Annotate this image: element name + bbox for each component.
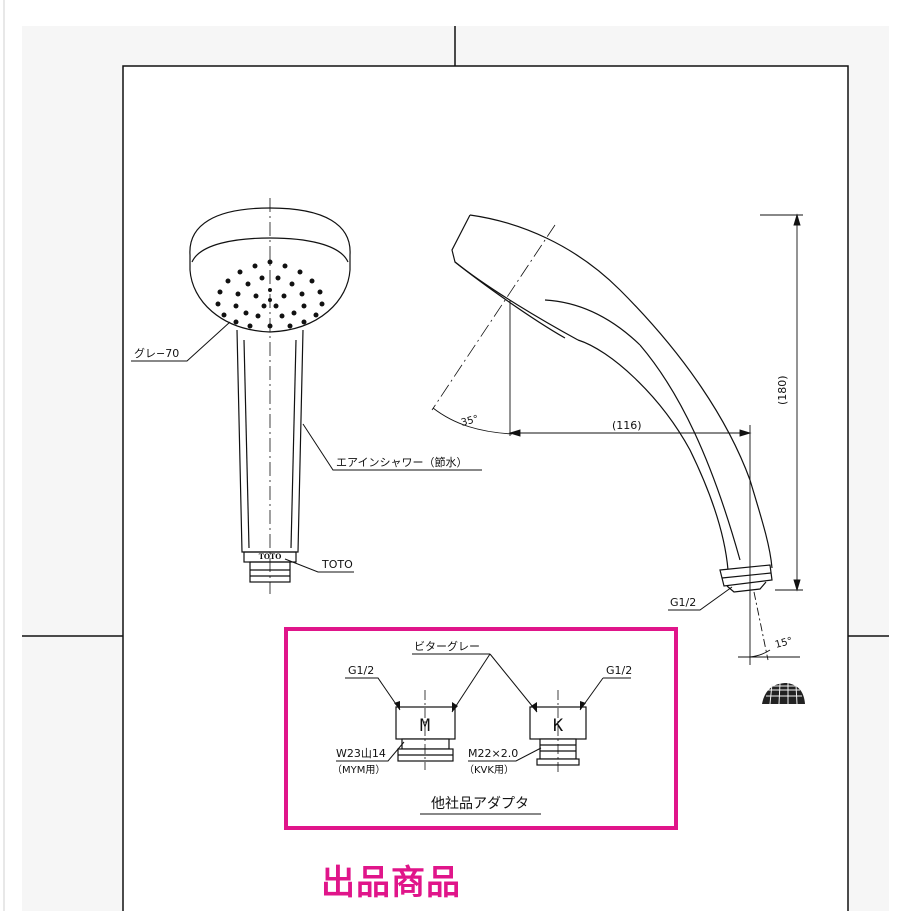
adapter-k-letter: K bbox=[553, 716, 564, 736]
adapter-m-letter: M bbox=[420, 716, 430, 736]
angle-15-label: 15° bbox=[774, 636, 794, 651]
g12-left-label: G1/2 bbox=[348, 664, 374, 677]
strainer-icon bbox=[762, 682, 805, 705]
mym-note-label: （MYM用） bbox=[332, 764, 385, 776]
toto-logo-text: TOTO bbox=[259, 552, 282, 561]
angle-35-label: 35° bbox=[460, 414, 480, 429]
g12-right-label: G1/2 bbox=[606, 664, 632, 677]
shower-front-view bbox=[189, 198, 351, 594]
kvk-note-label: （KVK用） bbox=[464, 764, 514, 776]
g12-main-label: G1/2 bbox=[670, 596, 696, 609]
bitter-gray-label: ビターグレー bbox=[414, 639, 480, 653]
adapter-arrowheads bbox=[394, 701, 586, 712]
adapter-m-drawing bbox=[395, 690, 456, 770]
mym-spec-label: W23山14 bbox=[336, 747, 386, 760]
color-gray70-label: グレ−70 bbox=[134, 346, 179, 360]
toto-label: TOTO bbox=[321, 558, 353, 571]
dim-180-label: (180) bbox=[776, 375, 789, 405]
listing-banner: 出品商品 bbox=[148, 848, 634, 911]
adapter-highlight-frame bbox=[284, 627, 678, 830]
g12-main-leader bbox=[668, 586, 733, 611]
dim-116-label: (116) bbox=[612, 419, 642, 432]
nozzle-holes bbox=[215, 259, 325, 329]
kvk-spec-label: M22×2.0 bbox=[468, 747, 518, 760]
front-view-leaders bbox=[131, 321, 482, 573]
adapter-k-drawing bbox=[529, 690, 587, 772]
dimension-lines bbox=[508, 213, 803, 665]
adapter-caption: 他社品アダプタ bbox=[431, 796, 529, 812]
air-in-shower-label: エアインシャワー（節水） bbox=[336, 455, 467, 469]
